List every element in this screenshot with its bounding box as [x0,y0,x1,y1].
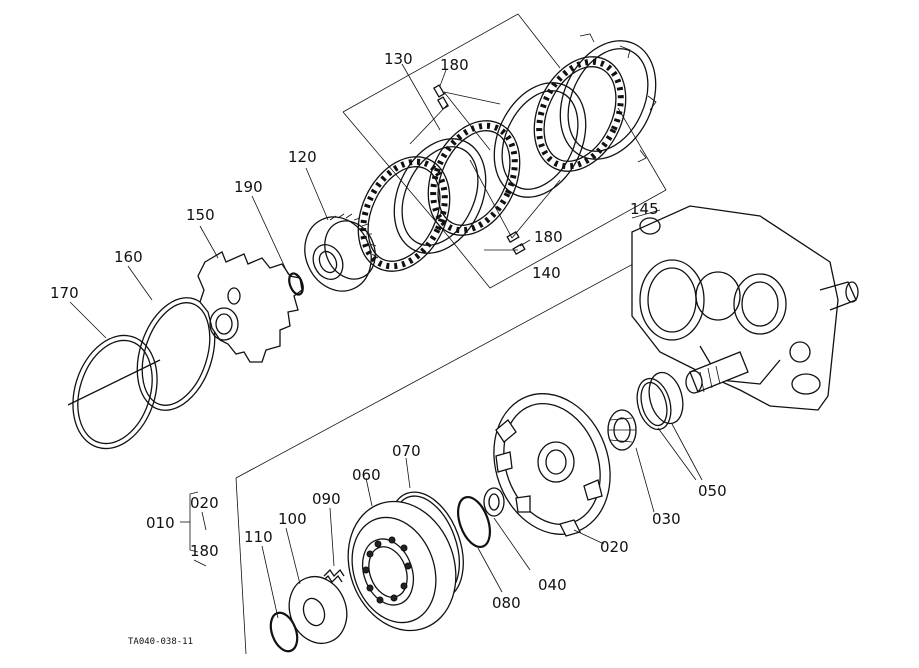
drawing-code: TA040-038-11 [128,637,193,647]
label-100: 100 [278,510,307,528]
part-plate-c [427,120,521,236]
label-090: 090 [312,490,341,508]
label-010: 010 [146,514,175,532]
part-040-bearing [483,487,505,517]
label-145: 145 [630,200,659,218]
part-060-piston [347,500,457,632]
transmission-housing [631,205,859,411]
label-070: 070 [392,442,421,460]
part-160-ring [136,297,216,411]
label-150: 150 [186,206,215,224]
part-010-bracket [180,491,207,567]
part-plate-b [393,138,487,254]
label-030: 030 [652,510,681,528]
part-190-snap-ring [288,272,304,296]
label-120: 120 [288,148,317,166]
leader-lines [69,63,703,619]
part-plate-a [357,156,451,272]
part-150-plate [197,251,303,363]
part-180-pins [409,84,561,255]
label-020-b: 020 [600,538,629,556]
part-120-gear-hub [304,213,379,292]
input-shaft [685,351,749,394]
label-080: 080 [492,594,521,612]
part-090-springs [321,568,345,584]
part-030-bearing [607,409,637,451]
label-160: 160 [114,248,143,266]
label-110: 110 [244,528,273,546]
part-020-clutch-drum [493,393,611,537]
part-170-snap-ring [67,330,161,450]
label-180-b: 180 [440,56,469,74]
lower-assembly-frame [235,255,649,655]
part-plate-d [493,82,587,198]
clutch-pack-frame [342,13,667,289]
label-020-a: 020 [190,494,219,512]
part-plate-e [533,56,627,172]
label-050: 050 [698,482,727,500]
label-170: 170 [50,284,79,302]
label-180-c: 180 [534,228,563,246]
part-050-seal-rings [636,371,684,431]
callout-labels: 010 020 180 020 030 040 050 060 070 080 … [50,50,727,647]
label-040: 040 [538,576,567,594]
label-180-a: 180 [190,542,219,560]
label-060: 060 [352,466,381,484]
part-plate-f-toothed [559,33,657,163]
label-130: 130 [384,50,413,68]
label-190: 190 [234,178,263,196]
label-140: 140 [532,264,561,282]
part-100-washer [288,575,348,645]
part-080-o-ring [457,496,491,548]
